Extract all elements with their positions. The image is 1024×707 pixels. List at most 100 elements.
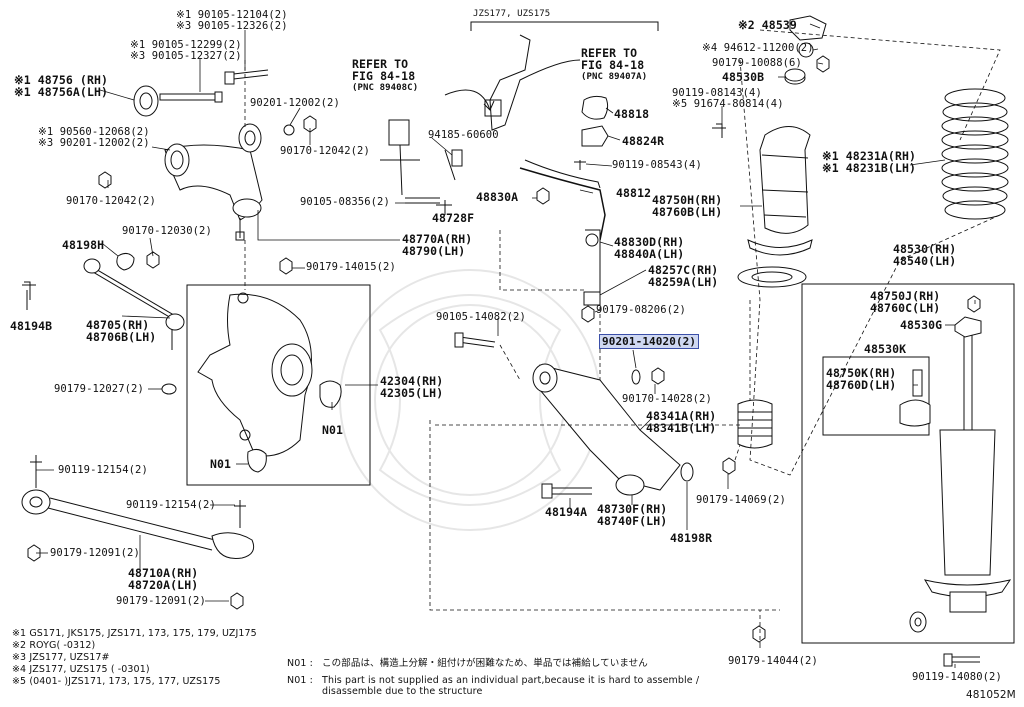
bushing-n01: [319, 380, 342, 408]
callout-c34: 90105-14082(2): [436, 311, 526, 323]
bracket-48530g: [954, 316, 982, 338]
nut-90179-12027: [161, 383, 177, 395]
link-48705: [83, 258, 185, 350]
callout-c53: 48750K(RH)48760D(LH): [826, 366, 897, 392]
nut: [27, 544, 41, 562]
nut: [816, 55, 830, 73]
callout-c24: N01: [322, 423, 344, 437]
bushing-n01-lower: [247, 448, 267, 473]
model-notes: ※1 GS171, JKS175, JZS171, 173, 175, 179,…: [12, 628, 257, 687]
nut: [651, 367, 665, 385]
callout-c30: 48812: [616, 186, 652, 200]
nut: [98, 171, 112, 189]
callout-c08: 48198H: [62, 238, 105, 252]
callout-c23: 42304(RH)42305(LH): [380, 374, 444, 400]
callout-c38: 90179-14069(2): [696, 494, 786, 506]
callout-c18: 94185-60600: [428, 129, 499, 141]
callout-c48: ※1 48231A(RH)※1 48231B(LH): [822, 149, 917, 175]
callout-c42: ※2 48539: [738, 18, 797, 32]
callout-c49: 48530(RH)48540(LH): [893, 242, 957, 268]
dashed-assembly-lines: [244, 29, 1001, 640]
callout-c16: 48710A(RH)48720A(LH): [128, 566, 199, 592]
callout-c50: 48750J(RH)48760C(LH): [870, 289, 941, 315]
callout-c32: 48257C(RH)48259A(LH): [648, 263, 719, 289]
upper-arm-part: [164, 123, 263, 241]
stabilizer-bar: [519, 167, 606, 241]
header-bracket: [470, 21, 659, 31]
callout-c46: 90119-08143(4)※5 91674-80814(4): [672, 87, 784, 110]
callout-c55: 90119-14080(2): [912, 671, 1002, 683]
callout-c03: ※1 48756 (RH)※1 48756A(LH): [14, 73, 109, 99]
callout-c44: 90179-10088(6): [712, 57, 802, 69]
nut: [279, 257, 293, 275]
page-code: 481052M: [966, 689, 1016, 701]
callout-c05: ※1 90560-12068(2)※3 90201-12002(2): [38, 126, 150, 149]
bolt-90119-08143: [712, 123, 726, 138]
bolt-48194a: [545, 487, 592, 495]
sensor-harness: [489, 34, 581, 131]
callout-c12: 90179-12027(2): [54, 383, 144, 395]
nut: [146, 251, 160, 269]
bolt-90105-14082: [457, 336, 496, 348]
shock-absorber-group-box: [801, 283, 1015, 644]
nut: [967, 295, 981, 313]
bumper-subgroup-box: [822, 356, 930, 436]
stabilizer-link-left: [380, 119, 420, 196]
callout-c22: 90179-14015(2): [306, 261, 396, 273]
callout-c13: 90119-12154(2): [58, 464, 148, 476]
bushing-48198h: [116, 252, 135, 271]
cap-48539: [789, 15, 827, 41]
callout-c54: 90179-14044(2): [728, 655, 818, 667]
nut: [752, 625, 766, 643]
callout-c27: 48824R: [622, 134, 665, 148]
washer-90201-14020: [631, 369, 641, 385]
refer-arrow: [444, 89, 491, 111]
bumper-48750k: [912, 369, 923, 397]
air-spring-48750h: [747, 126, 813, 256]
callout-c31: 48830D(RH)48840A(LH): [614, 235, 685, 261]
bushing-48756: [133, 85, 159, 117]
callout-c51: 48530G: [900, 318, 943, 332]
callout-c29: 48830A: [476, 190, 519, 204]
coil-spring-48231a: [941, 88, 1009, 220]
callout-c01: ※1 90105-12104(2)※3 90105-12326(2): [176, 9, 288, 32]
nut: [303, 115, 317, 133]
callout-c11: 48705(RH)48706B(LH): [86, 318, 157, 344]
callout-c37: 48341A(RH)48341B(LH): [646, 409, 717, 435]
bolt-90105-08356: [405, 197, 440, 204]
n01-note-jp: N01 : この部品は、構造上分解・組付けが困難なため、単品では補給していません: [287, 658, 648, 669]
callout-c26: 48818: [614, 107, 650, 121]
bolt-upper: [159, 91, 223, 103]
seat-48257c: [737, 266, 807, 288]
callout-c21: 48770A(RH)48790(LH): [402, 232, 473, 258]
n01-note-en: N01 : This part is not supplied as an in…: [287, 675, 700, 697]
nut: [722, 457, 736, 475]
bumper-48530k: [899, 399, 931, 427]
bushing-48818: [581, 95, 609, 120]
callout-c47: 48750H(RH)48760B(LH): [652, 193, 723, 219]
nut: [581, 305, 595, 323]
callout-c04: 90201-12002(2): [250, 97, 340, 109]
bolt-90119-12154: [30, 455, 42, 488]
callout-c07: 90170-12042(2): [66, 195, 156, 207]
callout-c35-highlighted[interactable]: 90201-14020(2): [599, 334, 700, 349]
callout-c17: 90179-12091(2): [116, 595, 206, 607]
lower-arm-48730f: [532, 363, 681, 496]
bracket-48824r: [581, 125, 609, 147]
stabilizer-link-right: [583, 229, 601, 306]
washer-48198r: [680, 462, 694, 482]
shock-absorber-48530: [909, 334, 1012, 633]
leader-lines: [36, 23, 976, 668]
callout-c41: 48198R: [670, 531, 713, 545]
sensor-head: [484, 99, 502, 117]
callout-c19: 90105-08356(2): [300, 196, 390, 208]
callout-c52: 48530K: [864, 342, 907, 356]
bolt-48194b: [22, 281, 36, 310]
bolt-90119-08543: [574, 160, 586, 170]
nut: [230, 592, 244, 610]
header-models: JZS177, UZS175: [473, 9, 551, 19]
